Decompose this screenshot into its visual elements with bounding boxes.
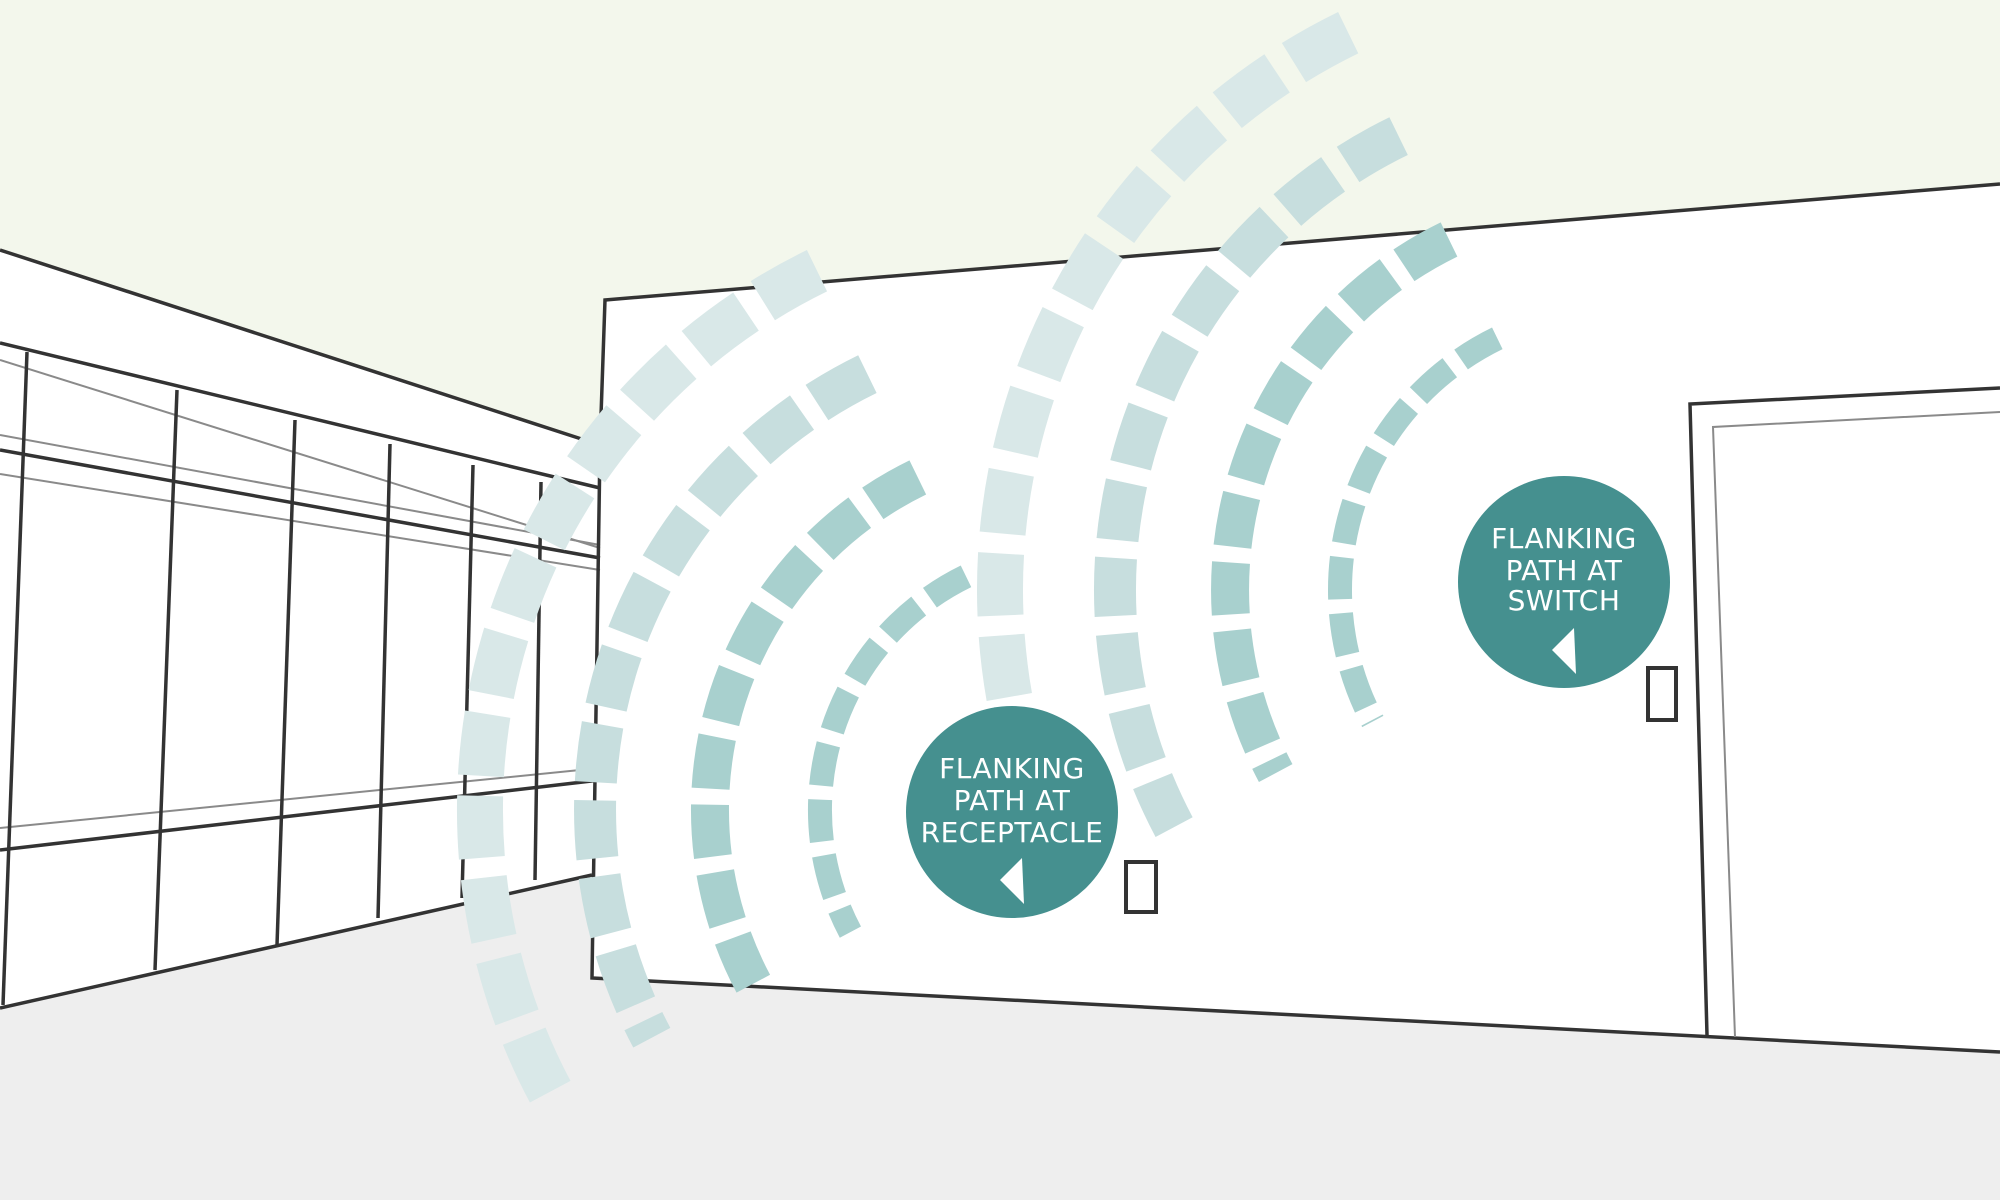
room-ceiling bbox=[0, 0, 2000, 445]
callout-line-1: FLANKING bbox=[1491, 522, 1637, 555]
light-switch bbox=[1646, 666, 1678, 722]
sound-wave-arc bbox=[574, 355, 877, 1048]
callout-line-2: PATH AT bbox=[954, 784, 1071, 817]
back-wall bbox=[592, 184, 2000, 1052]
callout-receptacle: FLANKING PATH AT RECEPTACLE bbox=[906, 706, 1118, 918]
back-wall-outline bbox=[598, 182, 2000, 446]
glass-partition bbox=[0, 341, 601, 1006]
sound-wave-arc bbox=[1094, 117, 1408, 837]
ceiling-left-edge bbox=[0, 248, 601, 447]
back-wall-corner bbox=[590, 444, 2000, 1054]
callout-line-2: PATH AT bbox=[1506, 554, 1623, 587]
callout-badge bbox=[1458, 476, 1670, 688]
receptacle-outlet bbox=[1124, 860, 1158, 914]
callout-badge bbox=[906, 706, 1118, 918]
sound-wave-arc bbox=[1327, 327, 1503, 728]
callout-line-3: SWITCH bbox=[1508, 584, 1621, 617]
callout-line-1: FLANKING bbox=[939, 752, 1085, 785]
left-triangle-icon bbox=[1552, 628, 1576, 674]
left-wall bbox=[0, 250, 600, 1008]
sound-wave-arc bbox=[1211, 222, 1458, 783]
left-triangle-icon bbox=[1000, 858, 1024, 904]
door bbox=[1688, 386, 2000, 1038]
callout-line-3: RECEPTACLE bbox=[921, 816, 1104, 849]
sound-wave-arc bbox=[691, 460, 927, 993]
callout-switch: FLANKING PATH AT SWITCH bbox=[1458, 476, 1670, 688]
sound-wave-arc bbox=[807, 565, 972, 938]
